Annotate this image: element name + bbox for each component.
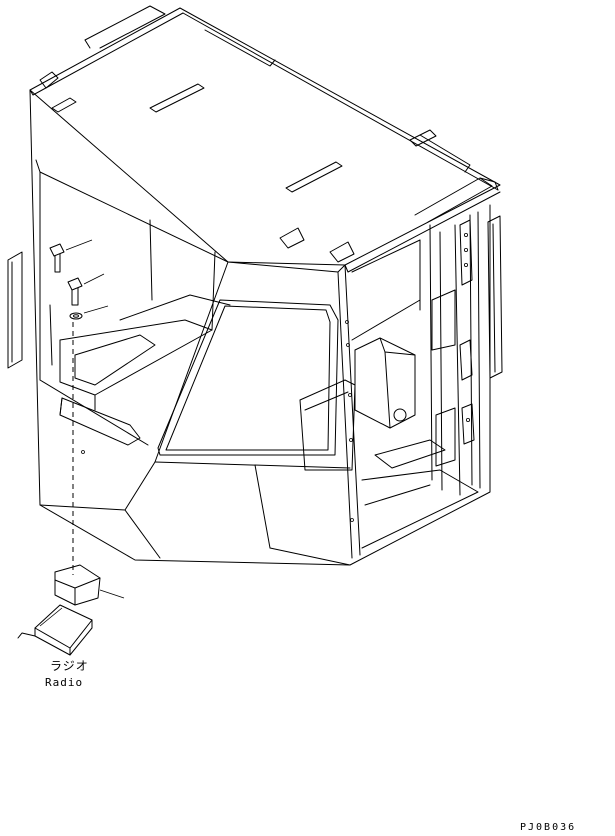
right-interior [299, 211, 481, 549]
bolt-lower [67, 273, 105, 306]
radio-bracket [54, 564, 125, 606]
radio-label-japanese: ラジオ [50, 659, 89, 673]
drawing-code: PJ0B036 [520, 822, 577, 833]
left-interior [59, 219, 231, 446]
left-side-handrail [7, 251, 23, 369]
mounting-guide-line [49, 304, 74, 575]
bolt-upper [49, 239, 93, 273]
radio-unit [17, 604, 93, 656]
roof-handrail [84, 5, 499, 223]
right-rail-holes [81, 219, 475, 522]
washer [69, 305, 109, 320]
cab-body [29, 89, 491, 566]
front-window [157, 299, 339, 456]
cab-roof [29, 7, 501, 273]
radio-label-english: Radio [45, 676, 84, 689]
right-side-handrail [487, 215, 503, 379]
